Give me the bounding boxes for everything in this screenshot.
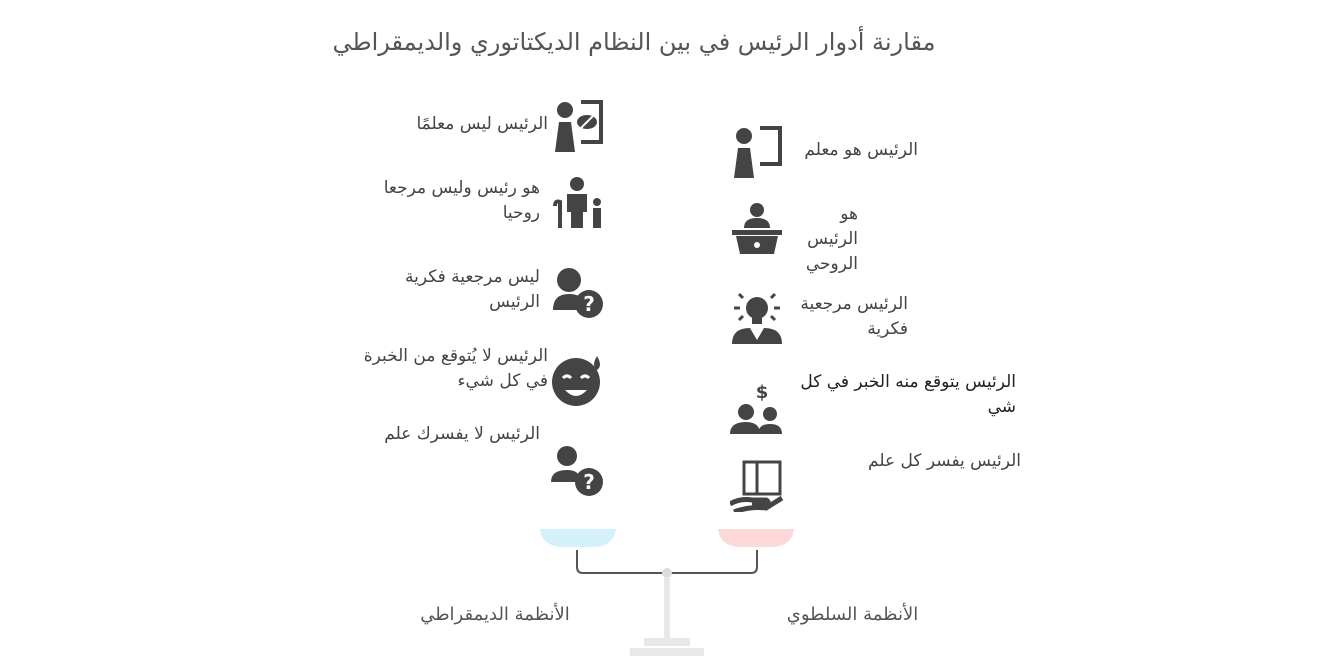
democratic-item-2: هو رئيس وليس مرجعا روحيا — [383, 178, 540, 223]
idea-person-icon — [732, 292, 782, 344]
authoritarian-label: الأنظمة السلطوي — [786, 604, 919, 625]
speaker-podium-icon — [732, 203, 782, 254]
svg-text:$: $ — [756, 382, 769, 403]
svg-text:?: ? — [583, 470, 595, 494]
people-money-icon: $ — [730, 382, 782, 434]
teacher-crossed-icon — [555, 100, 603, 152]
user-question-icon: ? — [551, 446, 603, 496]
democratic-pan — [540, 529, 616, 547]
authoritarian-item-5: الرئيس يفسر كل علم — [868, 451, 1021, 471]
svg-text:?: ? — [583, 292, 595, 316]
democratic-item-5: الرئيس لا يفسرك علم — [384, 424, 540, 444]
authoritarian-item-3: الرئيس مرجعية فكرية — [800, 294, 908, 339]
teacher-icon — [734, 126, 782, 178]
balance-scale — [540, 529, 794, 656]
authoritarian-item-4: الرئيس يتوقع منه الخبر في كل شي — [800, 372, 1016, 417]
sweat-smile-icon — [552, 356, 600, 406]
democratic-label: الأنظمة الديمقراطي — [420, 604, 570, 625]
authoritarian-item-2: هو الرئيس الروحي — [805, 204, 858, 274]
democratic-item-3: ليس مرجعية فكرية الرئيس — [405, 267, 540, 312]
authoritarian-pan — [718, 529, 794, 547]
diagram-title: مقارنة أدوار الرئيس في بين النظام الديكت… — [332, 28, 936, 56]
book-hand-icon — [730, 460, 784, 512]
democratic-item-1: الرئيس ليس معلمًا — [416, 114, 548, 134]
family-icon — [553, 177, 601, 228]
democratic-item-4: الرئيس لا يُتوقع من الخبرة في كل شيء — [363, 346, 548, 391]
person-question-icon: ? — [553, 268, 603, 318]
authoritarian-item-1: الرئيس هو معلم — [804, 140, 918, 160]
